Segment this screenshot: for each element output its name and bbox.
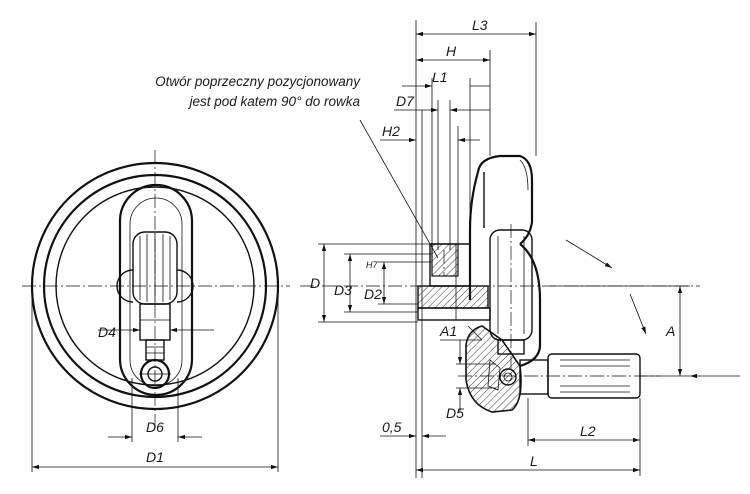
label-0-5: 0,5 <box>382 419 402 435</box>
label-D1: D1 <box>146 449 164 465</box>
label-L3: L3 <box>472 17 488 33</box>
label-A: A <box>665 323 675 339</box>
label-D7: D7 <box>396 93 415 109</box>
note-leader <box>359 119 439 259</box>
label-H2: H2 <box>382 123 400 139</box>
label-D5: D5 <box>446 405 464 421</box>
label-D2: D2 <box>364 286 382 302</box>
rim-profile-top <box>476 154 534 245</box>
label-D6: D6 <box>146 419 164 435</box>
label-A1: A1 <box>439 323 457 339</box>
handle-slot-inner <box>129 197 183 387</box>
hub-section <box>417 285 489 309</box>
label-H: H <box>446 43 457 59</box>
label-H7: H7 <box>366 260 378 270</box>
label-L1: L1 <box>432 69 448 85</box>
label-L2: L2 <box>580 423 596 439</box>
note-line-2: jest pod katem 90° do rowka <box>188 94 361 109</box>
label-D: D <box>310 275 320 291</box>
rim-section <box>465 325 522 413</box>
label-D4: D4 <box>98 324 116 340</box>
label-D3: D3 <box>334 282 352 298</box>
front-view: D4 D6 D1 <box>22 150 290 472</box>
arrow-pull <box>565 239 613 269</box>
note-line-1: Otwór poprzeczny pozycjonowany <box>155 74 361 89</box>
side-view: L3 H L1 D7 H2 D D3 <box>300 17 740 478</box>
arrow-rotate <box>629 293 647 335</box>
label-L: L <box>530 453 538 469</box>
